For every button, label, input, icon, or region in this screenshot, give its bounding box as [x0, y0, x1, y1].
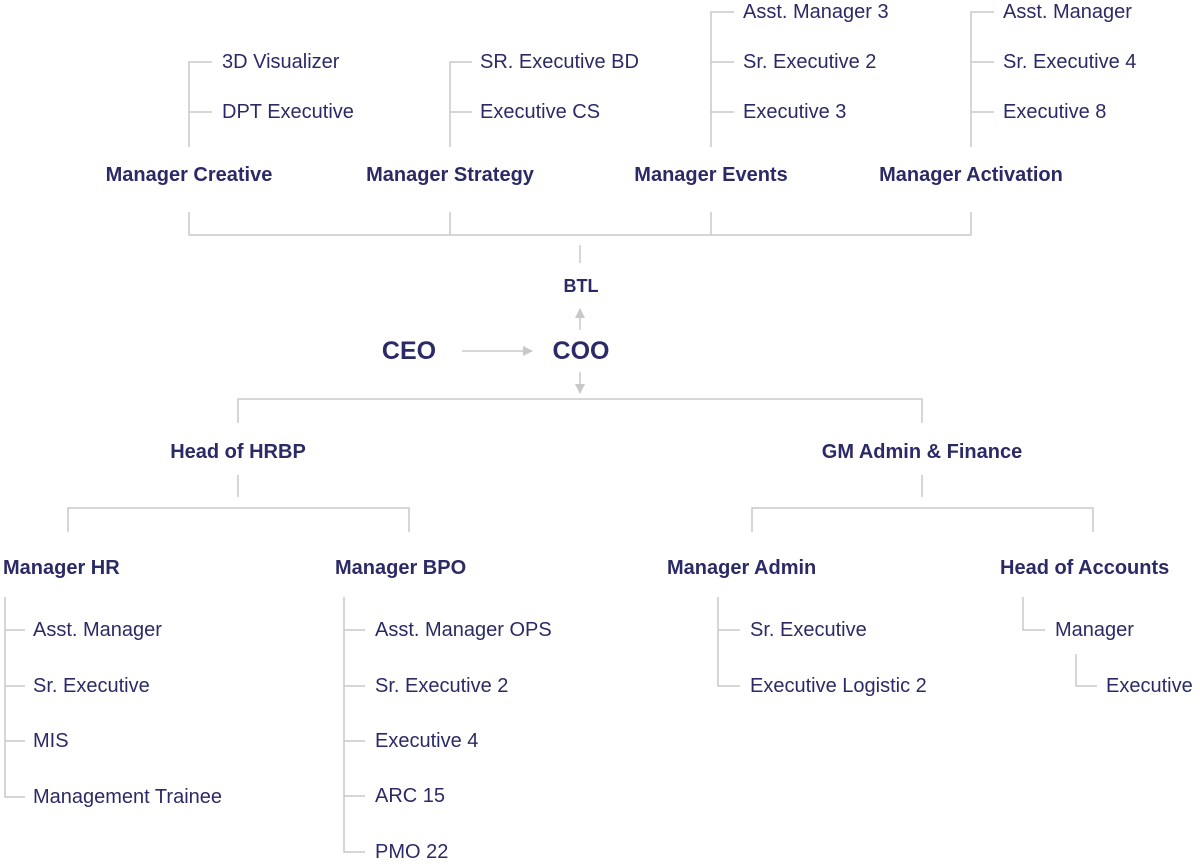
manager-creative: Manager Creative: [105, 164, 273, 186]
admin-staff-1: Sr. Executive: [750, 619, 867, 641]
strategy-staff-1: SR. Executive BD: [480, 51, 639, 73]
coo-label: COO: [552, 337, 610, 365]
activation-staff-1: Asst. Manager: [1003, 1, 1132, 23]
bpo-staff-1: Asst. Manager OPS: [375, 619, 552, 641]
events-staff-1: Asst. Manager 3: [743, 1, 889, 23]
strategy-staff-2: Executive CS: [480, 101, 601, 123]
manager-bpo: Manager BPO: [335, 557, 467, 579]
hr-staff-2: Sr. Executive: [33, 675, 150, 697]
hrbp-bracket: [67, 507, 410, 532]
admin-staff-2: Executive Logistic 2: [750, 675, 927, 697]
events-staff-3: Executive 3: [743, 101, 847, 123]
accounts-manager: Manager: [1055, 619, 1134, 641]
accounts-sub-line: [1075, 654, 1097, 687]
events-staff-line: [710, 11, 734, 147]
activation-staff-line: [970, 11, 994, 147]
hr-staff-line: [4, 597, 25, 798]
ceo-label: CEO: [381, 337, 437, 365]
bpo-staff-3: Executive 4: [375, 730, 479, 752]
activation-staff-3: Executive 8: [1003, 101, 1107, 123]
accounts-executive: Executive: [1106, 675, 1193, 697]
hr-staff-3: MIS: [33, 730, 69, 752]
activation-staff-2: Sr. Executive 4: [1003, 51, 1137, 73]
manager-strategy: Manager Strategy: [366, 164, 534, 186]
creative-staff-line: [188, 61, 212, 147]
admin-staff-line: [717, 597, 740, 687]
manager-activation: Manager Activation: [879, 164, 1063, 186]
events-staff-2: Sr. Executive 2: [743, 51, 877, 73]
admin-finance-bracket: [751, 507, 1094, 532]
hr-staff-4: Management Trainee: [33, 786, 223, 808]
heads-bracket: [237, 398, 923, 423]
accounts-staff-line: [1022, 597, 1045, 631]
bpo-staff-5: PMO 22: [375, 841, 449, 863]
btl-bracket: [188, 212, 972, 236]
creative-staff-1: 3D Visualizer: [222, 51, 340, 73]
hr-staff-1: Asst. Manager: [33, 619, 162, 641]
bpo-staff-2: Sr. Executive 2: [375, 675, 509, 697]
bpo-staff-4: ARC 15: [375, 785, 446, 807]
strategy-staff-line: [449, 61, 472, 147]
manager-hr: Manager HR: [3, 557, 120, 579]
head-of-accounts: Head of Accounts: [1000, 557, 1170, 579]
gm-admin-finance: GM Admin & Finance: [821, 441, 1023, 463]
head-hrbp: Head of HRBP: [170, 441, 306, 463]
manager-events: Manager Events: [634, 164, 788, 186]
btl-label: BTL: [563, 276, 599, 296]
bpo-staff-line: [343, 597, 365, 853]
manager-admin: Manager Admin: [667, 557, 817, 579]
creative-staff-2: DPT Executive: [222, 101, 354, 123]
